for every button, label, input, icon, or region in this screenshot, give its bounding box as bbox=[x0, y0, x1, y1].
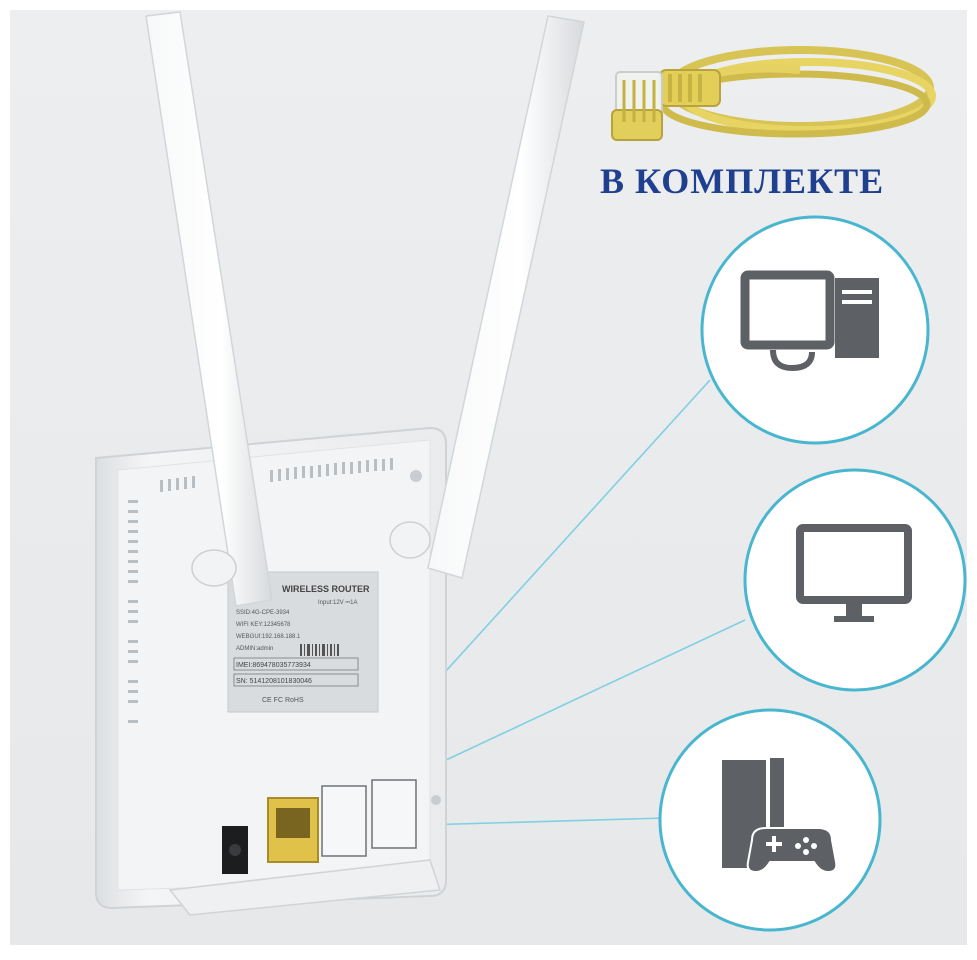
barcode bbox=[300, 644, 339, 656]
label-sn: SN: 51412081018300­46 bbox=[236, 678, 312, 685]
label-input: Input:12V ⎓1A bbox=[318, 600, 357, 606]
label-ssid: SSID:4G-CPE-3934 bbox=[236, 610, 290, 616]
antenna-right bbox=[389, 15, 585, 579]
ethernet-cable bbox=[611, 46, 936, 141]
in-kit-caption: В КОМПЛЕКТЕ bbox=[600, 161, 885, 201]
game-console-icon bbox=[722, 758, 838, 874]
label-webgui: WEBGUI:192.168.188.1 bbox=[236, 634, 301, 640]
callout-console bbox=[658, 708, 882, 932]
label-certs: CE FC RoHS bbox=[262, 697, 304, 704]
vent-slots bbox=[160, 458, 393, 492]
router: WIRELESS ROUTER Input:12V ⎓1A SSID:4G-CP… bbox=[95, 426, 447, 916]
label-admin: ADMIN:admin bbox=[236, 646, 273, 652]
router-stand bbox=[168, 859, 442, 916]
desktop-computer-icon bbox=[740, 270, 879, 372]
callout-monitor bbox=[743, 468, 967, 692]
label-wifi-key: WIFI KEY:12345678 bbox=[236, 622, 291, 628]
label-title: WIRELESS ROUTER bbox=[282, 584, 370, 594]
callout-desktop bbox=[700, 215, 930, 445]
label-imei: IMEI:869478035773934 bbox=[236, 662, 311, 669]
port-slot-3 bbox=[371, 779, 417, 849]
antenna-left bbox=[145, 11, 273, 607]
port-slot-2 bbox=[321, 785, 367, 857]
monitor-icon bbox=[796, 524, 912, 622]
